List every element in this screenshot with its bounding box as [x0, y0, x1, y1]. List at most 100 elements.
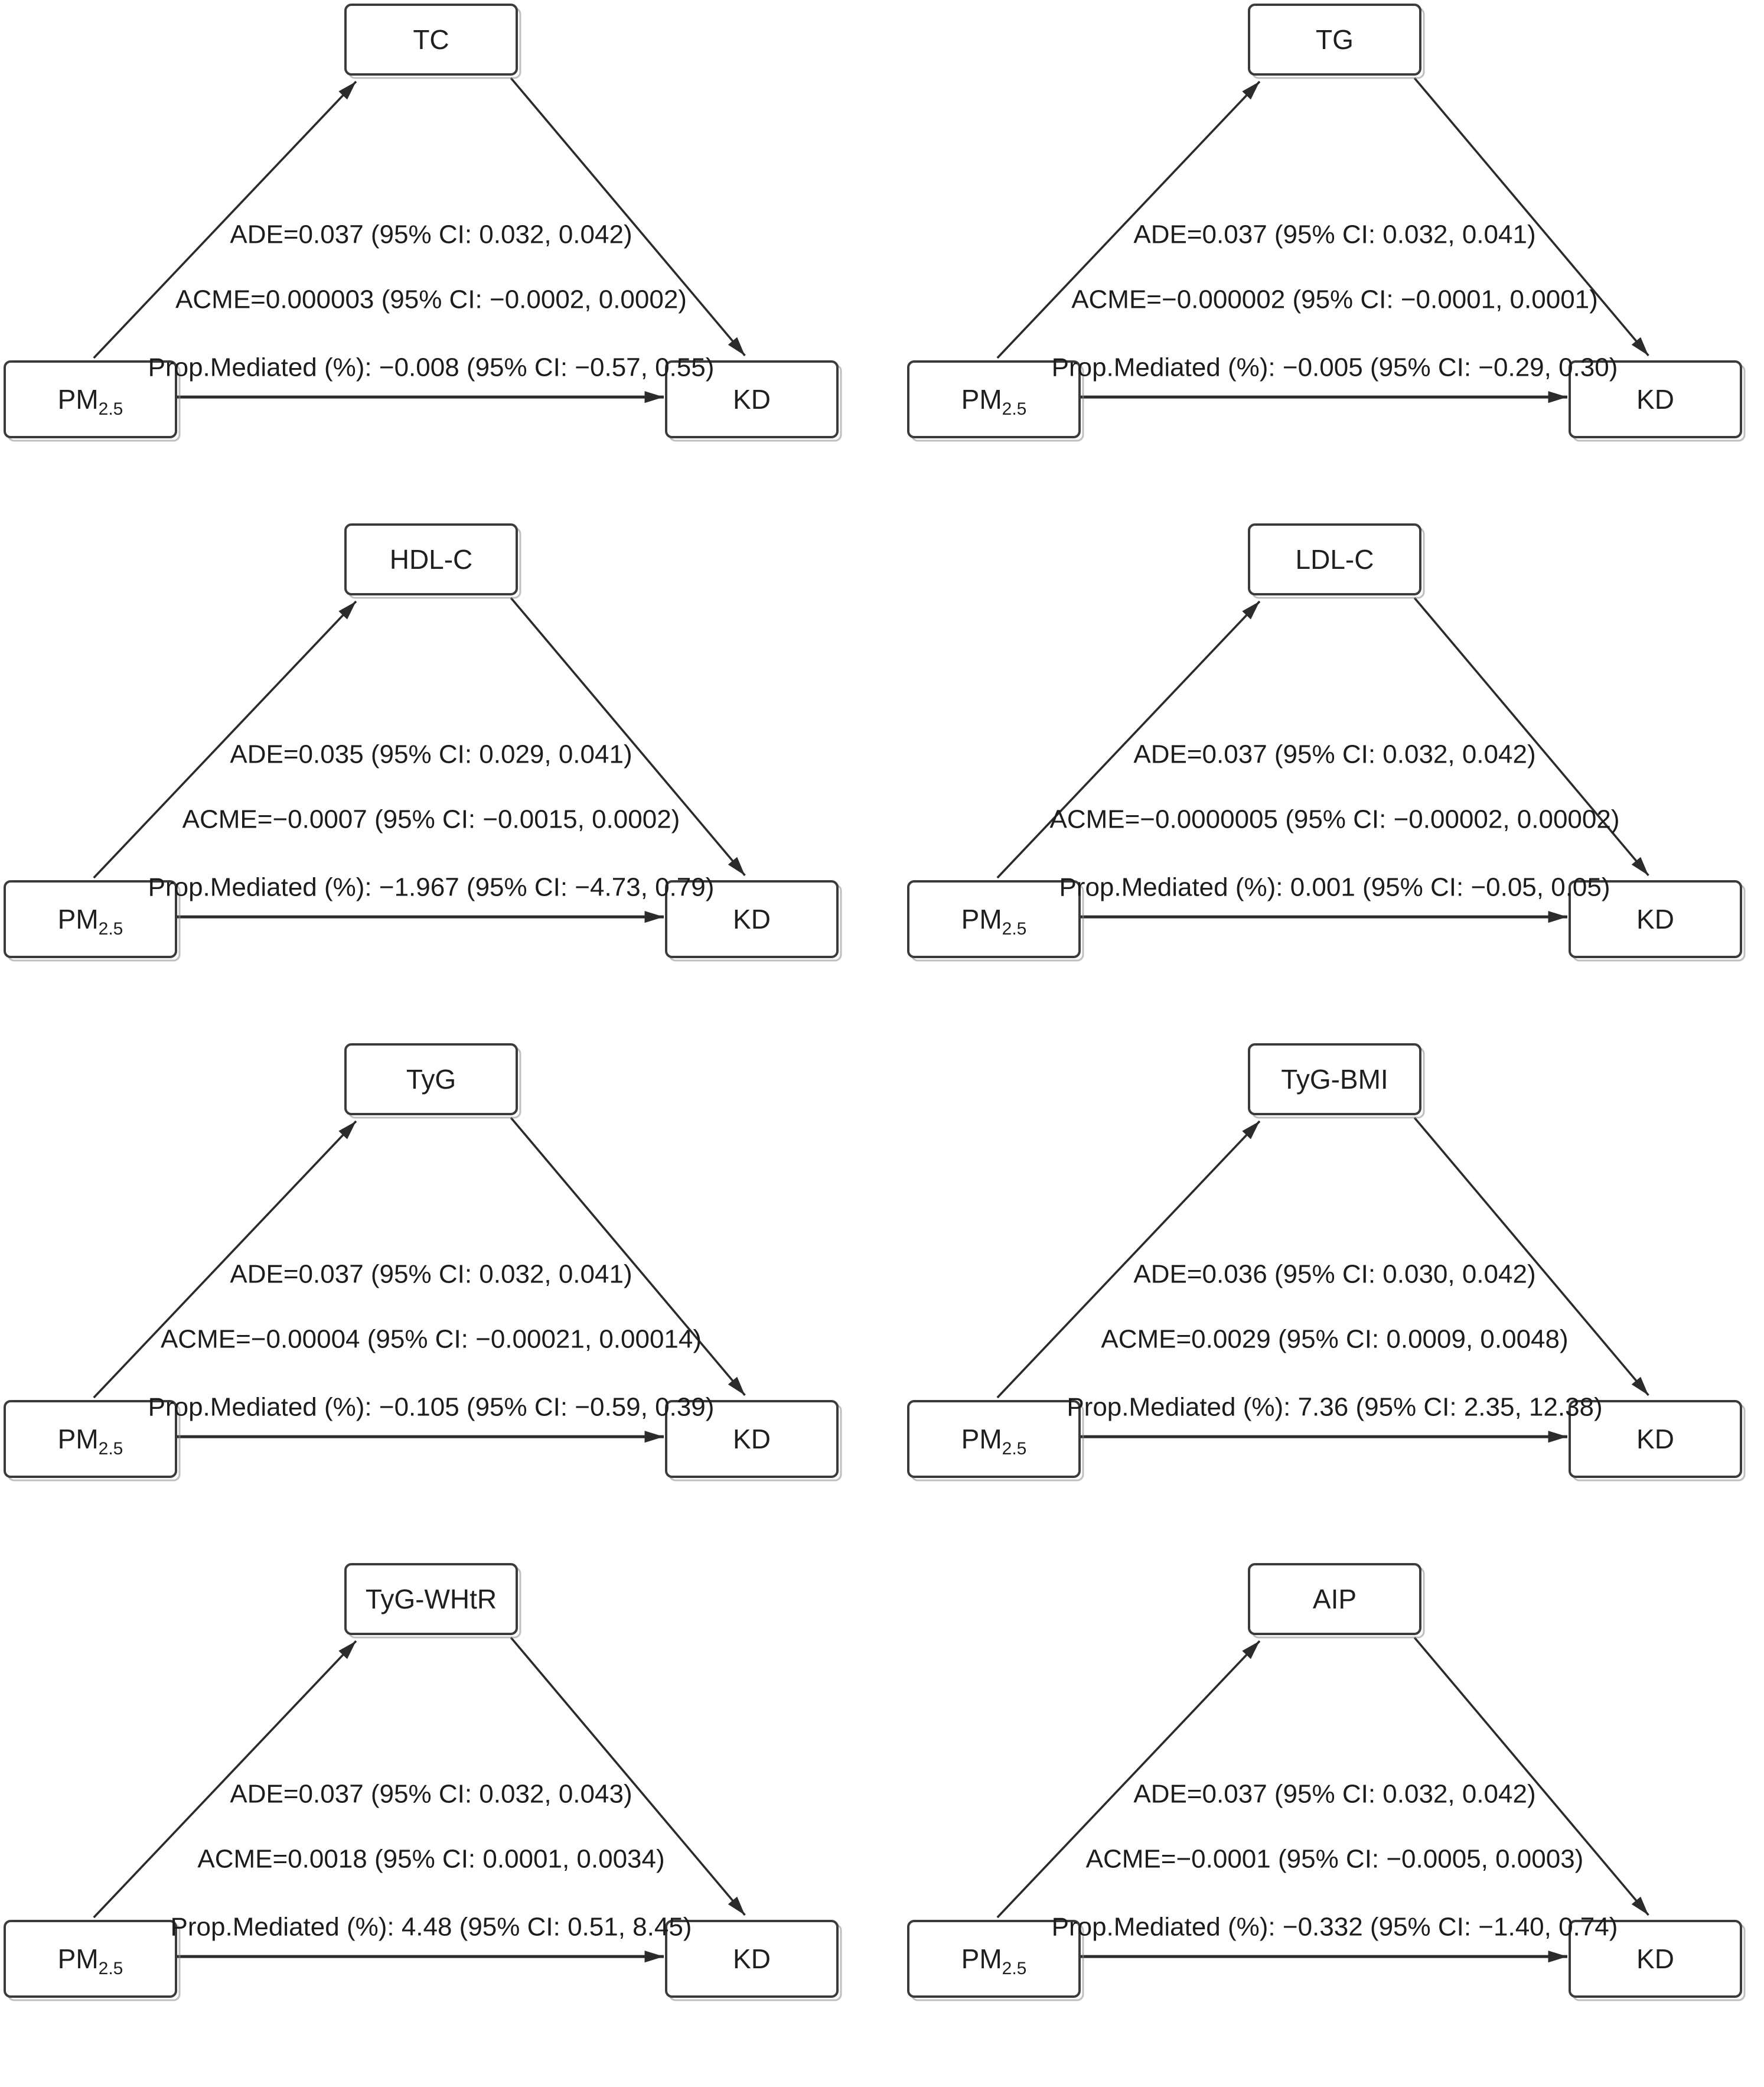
panel-tyg-whtr-mediator-box[interactable]: [344, 1563, 518, 1635]
panel-ldlc-edge-direct-arrowhead: [1548, 911, 1567, 923]
panel-tyg-bmi-edge-direct-arrowhead: [1548, 1431, 1567, 1443]
panel-tyg-bmi-mediator-box[interactable]: [1248, 1043, 1421, 1115]
panel-tyg-outcome-label: KD: [733, 1424, 771, 1454]
panel-tg-edge-direct-arrowhead: [1548, 391, 1567, 403]
panel-aip-outcome-box[interactable]: [1569, 1920, 1742, 1998]
panel-tyg-edge-exposure-to-mediator-arrowhead: [338, 1121, 356, 1139]
panel-ldlc-exposure-box[interactable]: [907, 880, 1081, 958]
panel-tg-outcome-box[interactable]: [1569, 360, 1742, 438]
panel-ldlc-edge-exposure-to-mediator-arrowhead: [1242, 601, 1260, 620]
panel-ldlc-edge-mediator-to-outcome-line: [1413, 597, 1649, 877]
panel-tc-mediator-label: TC: [413, 24, 449, 55]
panel-tyg-bmi-ade-text: ADE=0.036 (95% CI: 0.030, 0.042): [1133, 1260, 1535, 1289]
panel-tyg-whtr-edge-mediator-to-outcome-arrowhead: [728, 1896, 745, 1915]
panel-aip-edge-direct-arrowhead: [1548, 1951, 1567, 1963]
panel-tc-mediator-box[interactable]: [344, 4, 518, 76]
panel-tyg-acme-text: ACME=−0.00004 (95% CI: −0.00021, 0.00014…: [161, 1325, 702, 1354]
panel-hdlc-mediator-box[interactable]: [344, 523, 518, 595]
panel-tyg-whtr-acme-text: ACME=0.0018 (95% CI: 0.0001, 0.0034): [197, 1845, 664, 1874]
panel-tc-exposure-box[interactable]: [4, 360, 177, 438]
panel-hdlc-prop-mediated-text: Prop.Mediated (%): −1.967 (95% CI: −4.73…: [148, 873, 715, 902]
panel-tyg-whtr-prop-mediated-text: Prop.Mediated (%): 4.48 (95% CI: 0.51, 8…: [171, 1913, 692, 1942]
panel-tg-mediator-box[interactable]: [1248, 4, 1421, 76]
panel-aip-edge-exposure-to-mediator-line: [996, 1640, 1261, 1919]
panel-hdlc-edge-mediator-to-outcome-line: [510, 597, 746, 877]
panel-hdlc-edge-exposure-to-mediator-line: [93, 600, 357, 879]
panel-tc-edge-exposure-to-mediator-arrowhead: [338, 82, 356, 100]
panel-tyg-whtr-edge-exposure-to-mediator-arrowhead: [338, 1641, 356, 1659]
panel-tyg-canvas: TyG PM2.5 KD ADE=0.037 (95% CI: 0.032, 0.04…: [4, 1043, 842, 1482]
panel-ldlc-mediator-label: LDL-C: [1296, 544, 1374, 575]
panel-ldlc-acme-text: ACME=−0.0000005 (95% CI: −0.00002, 0.000…: [1049, 805, 1619, 834]
panel-tg-acme-text: ACME=−0.000002 (95% CI: −0.0001, 0.0001): [1071, 285, 1598, 314]
panel-hdlc-exposure-box[interactable]: [4, 880, 177, 958]
panel-tg-ade-text: ADE=0.037 (95% CI: 0.032, 0.041): [1133, 220, 1535, 249]
panel-tyg-whtr-edge-mediator-to-outcome-line: [510, 1636, 746, 1916]
panel-tc-exposure-label: PM2.5: [58, 384, 123, 419]
panel-tc-edge-mediator-to-outcome-arrowhead: [728, 337, 745, 356]
panel-tyg-outcome-box[interactable]: [665, 1400, 839, 1478]
panel-tyg-bmi-edge-mediator-to-outcome-line: [1413, 1116, 1649, 1396]
panel-hdlc-edge-direct-arrowhead: [644, 911, 664, 923]
panel-tyg-whtr-edge-exposure-to-mediator-line: [93, 1640, 357, 1919]
panel-tyg-whtr-edge-direct-arrowhead: [644, 1951, 664, 1963]
panel-tyg-exposure-label: PM2.5: [58, 1424, 123, 1458]
panel-tc-outcome-box[interactable]: [665, 360, 839, 438]
panel-tg-exposure-box[interactable]: [907, 360, 1081, 438]
panel-tc-acme-text: ACME=0.000003 (95% CI: −0.0002, 0.0002): [175, 285, 687, 314]
panel-tyg-bmi-exposure-label: PM2.5: [961, 1424, 1027, 1458]
panel-hdlc-edge-exposure-to-mediator-arrowhead: [338, 601, 356, 620]
panel-tyg-ade-text: ADE=0.037 (95% CI: 0.032, 0.041): [230, 1260, 632, 1289]
panel-tg-edge-exposure-to-mediator-arrowhead: [1242, 82, 1260, 100]
panel-ldlc-mediator-box[interactable]: [1248, 523, 1421, 595]
panel-hdlc-exposure-label: PM2.5: [58, 904, 123, 939]
panel-aip-edge-exposure-to-mediator-arrowhead: [1242, 1641, 1260, 1659]
panel-ldlc-outcome-box[interactable]: [1569, 880, 1742, 958]
panel-tyg-bmi-acme-text: ACME=0.0029 (95% CI: 0.0009, 0.0048): [1101, 1325, 1568, 1354]
panel-tc-prop-mediated-text: Prop.Mediated (%): −0.008 (95% CI: −0.57…: [148, 353, 715, 382]
panel-hdlc-acme-text: ACME=−0.0007 (95% CI: −0.0015, 0.0002): [182, 805, 680, 834]
panel-tyg-mediator-box[interactable]: [344, 1043, 518, 1115]
panel-aip-mediator-box[interactable]: [1248, 1563, 1421, 1635]
panel-tg-outcome-label: KD: [1636, 384, 1674, 415]
panel-tyg-bmi-outcome-label: KD: [1636, 1424, 1674, 1454]
panel-tc-edge-direct-arrowhead: [644, 391, 664, 403]
panel-tyg-whtr-exposure-box[interactable]: [4, 1920, 177, 1998]
panel-tyg-whtr-outcome-label: KD: [733, 1943, 771, 1974]
panel-hdlc-mediator-label: HDL-C: [390, 544, 473, 575]
panel-tyg-bmi-prop-mediated-text: Prop.Mediated (%): 7.36 (95% CI: 2.35, 1…: [1067, 1393, 1602, 1422]
panel-tyg-bmi-exposure-box[interactable]: [907, 1400, 1081, 1478]
panel-tyg: TyG PM2.5 KD ADE=0.037 (95% CI: 0.032, 0.04…: [0, 1040, 862, 1554]
panel-tc-edge-exposure-to-mediator-line: [93, 80, 357, 359]
panel-tyg-mediator-label: TyG: [406, 1064, 456, 1095]
panel-aip-mediator-label: AIP: [1313, 1584, 1357, 1614]
panel-tg-mediator-label: TG: [1316, 24, 1354, 55]
panel-tg-edge-mediator-to-outcome-line: [1413, 77, 1649, 357]
panel-hdlc-ade-text: ADE=0.035 (95% CI: 0.029, 0.041): [230, 740, 632, 769]
panel-aip-exposure-label: PM2.5: [961, 1943, 1027, 1978]
panel-tyg-whtr-outcome-box[interactable]: [665, 1920, 839, 1998]
panel-aip-prop-mediated-text: Prop.Mediated (%): −0.332 (95% CI: −1.40…: [1052, 1913, 1618, 1942]
panel-ldlc-ade-text: ADE=0.037 (95% CI: 0.032, 0.042): [1133, 740, 1535, 769]
panel-hdlc-outcome-box[interactable]: [665, 880, 839, 958]
panel-aip-outcome-label: KD: [1636, 1943, 1674, 1974]
panel-aip-exposure-box[interactable]: [907, 1920, 1081, 1998]
panel-tyg-bmi-outcome-box[interactable]: [1569, 1400, 1742, 1478]
panel-tyg-edge-mediator-to-outcome-arrowhead: [728, 1376, 745, 1395]
panel-tc-edge-mediator-to-outcome-line: [510, 77, 746, 357]
panel-tyg-bmi-edge-mediator-to-outcome-arrowhead: [1631, 1376, 1649, 1395]
panel-ldlc-edge-mediator-to-outcome-arrowhead: [1631, 857, 1649, 875]
panel-tyg-bmi-edge-exposure-to-mediator-arrowhead: [1242, 1121, 1260, 1139]
panel-tyg-edge-direct-arrowhead: [644, 1431, 664, 1443]
panel-ldlc-prop-mediated-text: Prop.Mediated (%): 0.001 (95% CI: −0.05,…: [1059, 873, 1610, 902]
panel-tyg-exposure-box[interactable]: [4, 1400, 177, 1478]
